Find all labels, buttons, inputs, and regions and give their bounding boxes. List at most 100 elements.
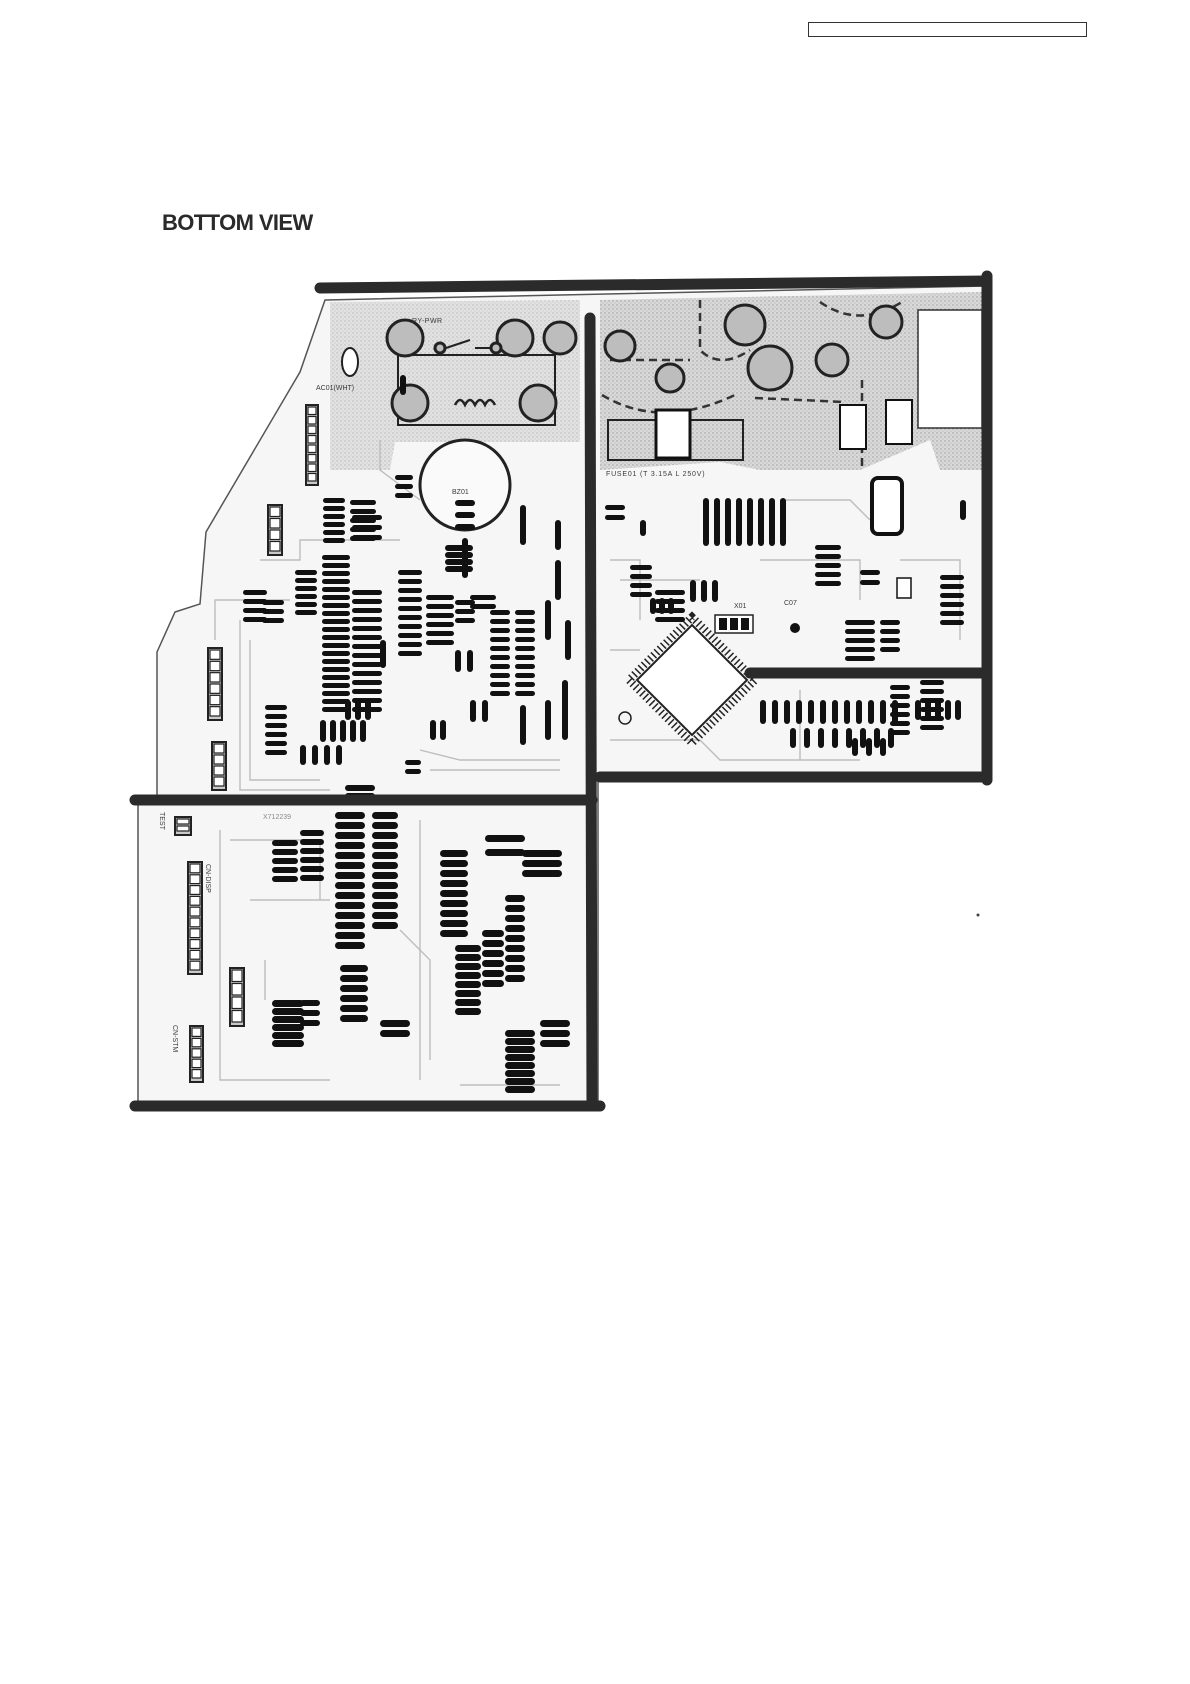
smd-pad bbox=[832, 700, 838, 724]
smd-pad bbox=[426, 640, 454, 645]
smd-pad bbox=[345, 785, 375, 791]
smd-pad bbox=[515, 673, 535, 678]
smd-pad bbox=[340, 985, 368, 992]
smd-pad bbox=[300, 866, 324, 872]
connector-pin bbox=[190, 950, 200, 959]
smd-pad bbox=[860, 580, 880, 585]
smd-pad bbox=[515, 664, 535, 669]
smd-pad bbox=[243, 590, 267, 595]
smd-pad bbox=[815, 563, 841, 568]
smd-pad bbox=[940, 575, 964, 580]
capacitor-c07 bbox=[790, 623, 800, 633]
connector-pin bbox=[190, 864, 200, 873]
smd-pad bbox=[714, 498, 720, 546]
connector-pin bbox=[308, 474, 316, 482]
connector-pin bbox=[210, 684, 220, 693]
smd-pad bbox=[844, 700, 850, 724]
smd-pad bbox=[352, 680, 382, 685]
smd-pad bbox=[360, 720, 366, 742]
smd-pad bbox=[815, 581, 841, 586]
smd-pad bbox=[845, 629, 875, 634]
smd-pad bbox=[605, 505, 625, 510]
connector-pin bbox=[192, 1038, 201, 1046]
smd-pad bbox=[352, 599, 382, 604]
smd-pad bbox=[505, 975, 525, 982]
smd-pad bbox=[335, 912, 365, 919]
smd-pad bbox=[426, 622, 454, 627]
connector-pin bbox=[308, 445, 316, 453]
smd-pad bbox=[482, 960, 504, 967]
smd-pad bbox=[405, 769, 421, 774]
smd-pad bbox=[398, 624, 422, 629]
label-capacitor: C07 bbox=[784, 600, 797, 607]
smd-pad bbox=[426, 613, 454, 618]
smd-pad bbox=[690, 580, 696, 602]
smd-pad bbox=[372, 822, 398, 829]
label-test-connector: TEST bbox=[158, 812, 165, 831]
smd-pad bbox=[345, 700, 351, 720]
smd-pad bbox=[265, 741, 287, 746]
smd-pad bbox=[335, 862, 365, 869]
smd-pad bbox=[335, 832, 365, 839]
smd-pad bbox=[630, 574, 652, 579]
smd-pad bbox=[352, 525, 382, 530]
smd-pad bbox=[505, 945, 525, 952]
smd-pad bbox=[490, 628, 510, 633]
smd-pad bbox=[272, 849, 298, 855]
smd-pad bbox=[505, 1078, 535, 1085]
smd-pad bbox=[352, 590, 382, 595]
smd-pad bbox=[322, 619, 350, 624]
smd-pad bbox=[455, 524, 475, 530]
smd-pad bbox=[815, 545, 841, 550]
smd-pad bbox=[295, 586, 317, 591]
smd-pad bbox=[505, 895, 525, 902]
smd-pad bbox=[300, 745, 306, 765]
smd-pad bbox=[747, 498, 753, 546]
smd-pad bbox=[430, 720, 436, 740]
smd-pad bbox=[874, 728, 880, 748]
smd-pad bbox=[630, 565, 652, 570]
smd-pad bbox=[445, 545, 473, 551]
smd-pad bbox=[790, 728, 796, 748]
smd-pad bbox=[262, 609, 284, 614]
smd-pad bbox=[300, 857, 324, 863]
smd-pad bbox=[426, 595, 454, 600]
connector-pin bbox=[232, 997, 242, 1009]
smd-pad bbox=[322, 691, 350, 696]
smd-pad bbox=[701, 580, 707, 602]
smd-pad bbox=[920, 725, 944, 730]
smd-pad bbox=[815, 554, 841, 559]
smd-pad bbox=[262, 618, 284, 623]
label-buzzer: BZ01 bbox=[452, 489, 469, 496]
smd-pad bbox=[655, 590, 685, 595]
connector-pin bbox=[308, 455, 316, 463]
smd-pad bbox=[455, 945, 481, 952]
smd-pad bbox=[490, 619, 510, 624]
connector-pin bbox=[232, 970, 242, 982]
smd-pad bbox=[380, 1020, 410, 1027]
smd-pad bbox=[322, 563, 350, 568]
smd-pad bbox=[940, 584, 964, 589]
smd-pad bbox=[555, 520, 561, 550]
smd-pad bbox=[515, 628, 535, 633]
label-motor-connector: CN-STM bbox=[171, 1025, 178, 1052]
smd-pad bbox=[515, 619, 535, 624]
smd-pad bbox=[440, 860, 468, 867]
smd-pad bbox=[482, 980, 504, 987]
smd-pad bbox=[482, 970, 504, 977]
smd-pad bbox=[300, 875, 324, 881]
smd-pad bbox=[455, 990, 481, 997]
smd-pad bbox=[815, 572, 841, 577]
smd-pad bbox=[490, 682, 510, 687]
connector-pin bbox=[308, 426, 316, 434]
smd-pad bbox=[540, 1040, 570, 1047]
smd-pad bbox=[605, 515, 625, 520]
smd-pad bbox=[398, 588, 422, 593]
smd-pad bbox=[322, 675, 350, 680]
connector-pin bbox=[190, 896, 200, 905]
connector-pin bbox=[177, 826, 189, 831]
connector-pin bbox=[190, 886, 200, 895]
smd-pad bbox=[335, 822, 365, 829]
connector-pin bbox=[210, 707, 220, 716]
connector-pin bbox=[190, 907, 200, 916]
